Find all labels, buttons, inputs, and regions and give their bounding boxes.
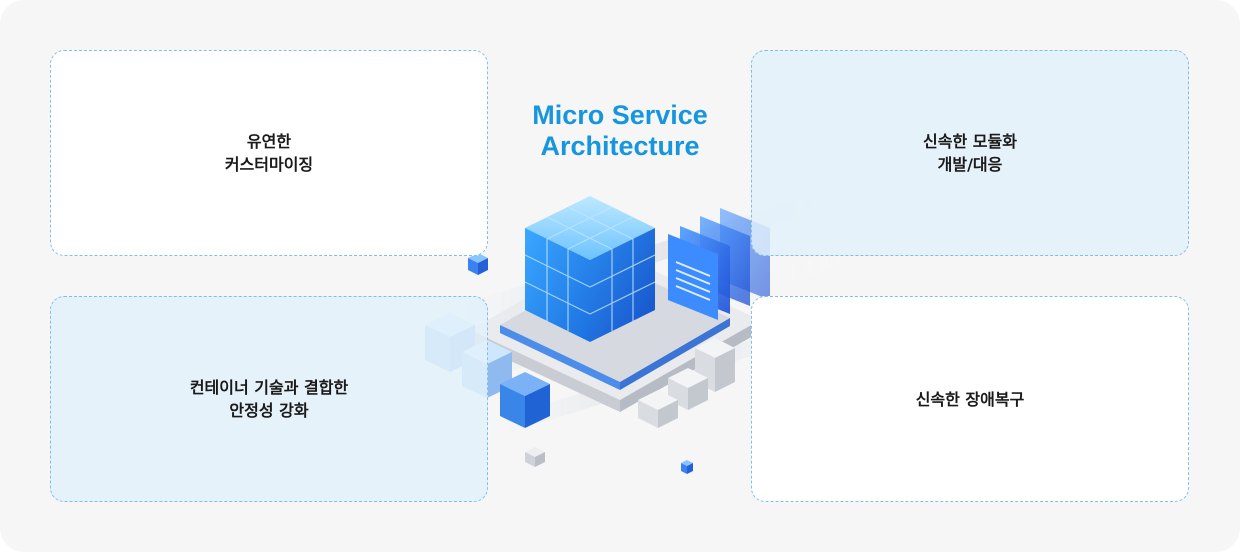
card-rapid-module-development-label: 신속한 모듈화 개발/대응: [923, 132, 1017, 174]
card-container-stability: 컨테이너 기술과 결합한 안정성 강화: [50, 296, 488, 502]
card-flexible-customizing: 유연한 커스터마이징: [50, 50, 488, 256]
diagram-title: Micro Service Architecture: [532, 100, 708, 161]
card-rapid-failure-recovery: 신속한 장애복구: [751, 296, 1189, 502]
card-flexible-customizing-label: 유연한 커스터마이징: [224, 132, 314, 174]
card-rapid-failure-recovery-label: 신속한 장애복구: [915, 389, 1025, 409]
card-container-stability-label: 컨테이너 기술과 결합한 안정성 강화: [189, 378, 349, 420]
gray-boxes: [525, 338, 735, 467]
card-rapid-module-development: 신속한 모듈화 개발/대응: [751, 50, 1189, 256]
cube-block: [524, 196, 656, 342]
